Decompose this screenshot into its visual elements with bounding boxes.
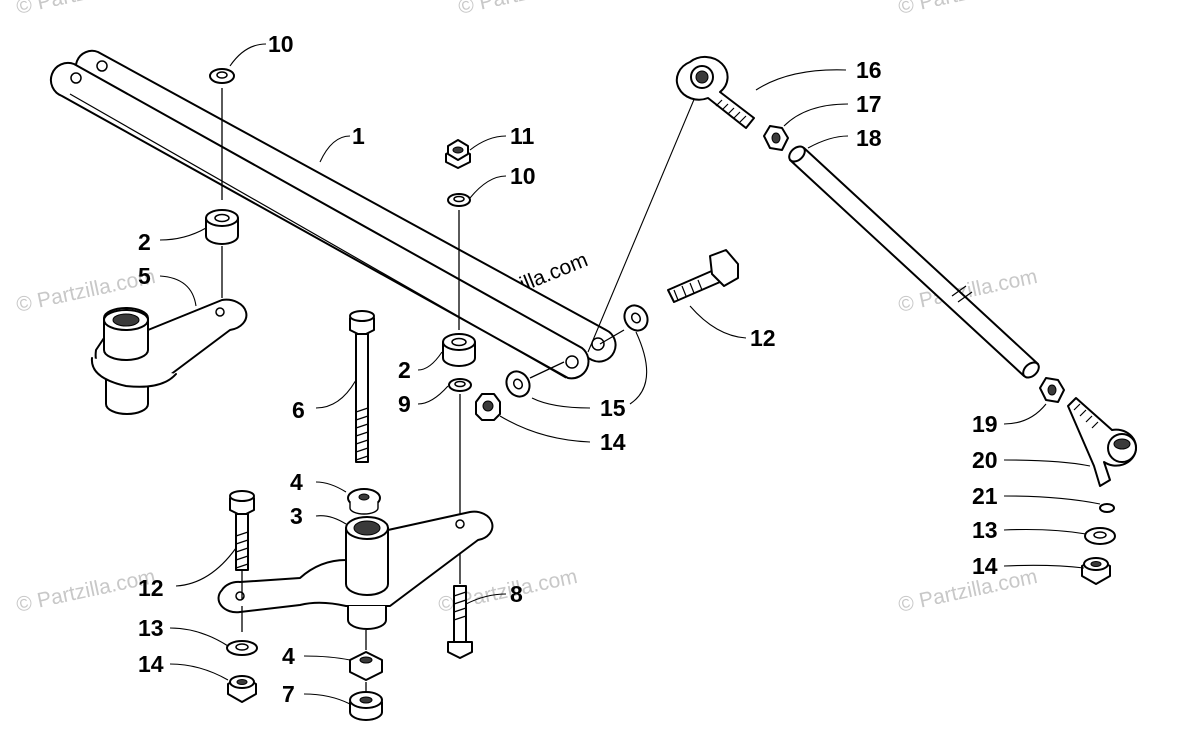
washer-10-right	[447, 193, 471, 207]
bolt-12-left	[229, 490, 255, 571]
assembly-line	[587, 89, 699, 353]
lock-nut-14-right	[1081, 557, 1111, 585]
flange-nut-4-upper	[347, 488, 381, 515]
callout-16: 16	[856, 57, 882, 83]
callout-13: 13	[972, 517, 998, 543]
washer-10-top	[209, 68, 235, 84]
callout-14: 14	[972, 553, 998, 579]
watermark: © Partzilla.com	[896, 565, 1039, 617]
rod-end-20	[1067, 397, 1138, 487]
watermark: © Partzilla.com	[896, 0, 1039, 19]
callout-13: 13	[138, 615, 164, 641]
washer-15	[505, 370, 531, 398]
axis-line	[529, 361, 565, 379]
callout-7: 7	[282, 681, 295, 707]
pivot-bracket-5	[90, 298, 248, 415]
tie-rod-tube-18	[788, 145, 1040, 379]
washer-13-right	[1084, 527, 1116, 545]
long-bolt-6	[349, 310, 375, 463]
rod-end-16	[675, 55, 755, 129]
callout-6: 6	[292, 397, 305, 423]
jam-nut-17	[763, 125, 789, 151]
callout-14: 14	[138, 651, 164, 677]
callout-labels: 10 1 11 10 2 5 6 2 9 15 14 12 16 17 18 1…	[138, 31, 998, 707]
castle-nut-7	[349, 691, 383, 721]
pitman-bracket-3	[217, 510, 494, 630]
callout-17: 17	[856, 91, 882, 117]
flange-nut-4-lower	[349, 651, 383, 681]
callout-14: 14	[600, 429, 626, 455]
lock-nut-14-left	[227, 675, 257, 703]
callout-10: 10	[268, 31, 294, 57]
spacer-2-center	[442, 333, 476, 367]
lock-nut-11	[445, 139, 471, 169]
callout-9: 9	[398, 391, 411, 417]
callout-21: 21	[972, 483, 998, 509]
watermark: © Partzilla.com	[456, 0, 599, 19]
lock-nut-14-mid	[475, 393, 501, 421]
washer-9	[448, 378, 472, 392]
callout-12: 12	[750, 325, 776, 351]
callout-10: 10	[510, 163, 536, 189]
callout-11: 11	[510, 123, 535, 149]
axis-line	[599, 329, 625, 345]
leader-lines	[159, 43, 1101, 705]
callout-4: 4	[282, 643, 295, 669]
callout-18: 18	[856, 125, 882, 151]
watermark: © Partzilla.com	[14, 565, 157, 617]
bolt-12-right	[623, 249, 739, 332]
callout-2: 2	[138, 229, 151, 255]
callout-19: 19	[972, 411, 998, 437]
callout-12: 12	[138, 575, 164, 601]
callout-4: 4	[290, 469, 303, 495]
callout-15: 15	[600, 395, 626, 421]
watermark: © Partzilla.com	[14, 0, 157, 19]
washer-21	[1099, 503, 1115, 513]
spacer-2-left	[205, 209, 239, 245]
drag-link-arm	[49, 49, 617, 380]
bolt-8	[447, 585, 473, 659]
callout-1: 1	[352, 123, 365, 149]
callout-3: 3	[290, 503, 303, 529]
callout-5: 5	[138, 263, 151, 289]
callout-8: 8	[510, 581, 523, 607]
jam-nut-19	[1039, 377, 1065, 403]
callout-20: 20	[972, 447, 998, 473]
washer-13-left	[226, 640, 258, 656]
callout-2: 2	[398, 357, 411, 383]
